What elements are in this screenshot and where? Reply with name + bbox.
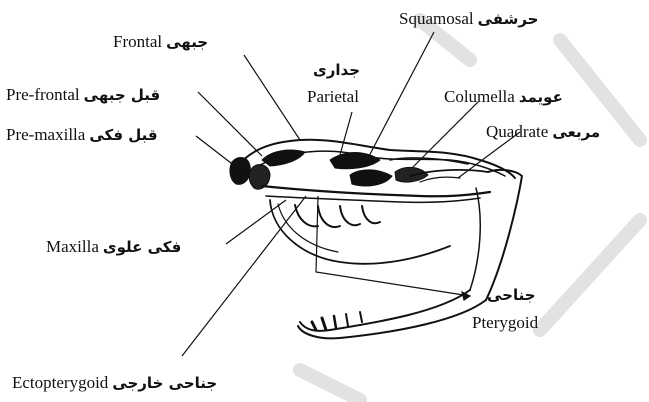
premaxilla-label: Pre-maxilla قبل فکی [6,126,158,144]
pterygoid-en: Pterygoid [472,314,538,331]
ectopterygoid-en: Ectopterygoid [12,373,108,392]
frontal-en: Frontal [113,32,162,51]
squamosal-label: Squamosal حرشفی [399,10,538,28]
quadrate-en: Quadrate [486,122,548,141]
quadrate-label: Quadrate مربعی [486,123,600,141]
parietal-en: Parietal [307,88,359,105]
maxilla-ar: فکی علوی [103,238,181,256]
ectopterygoid-label: Ectopterygoid جناحی خارجی [12,374,217,392]
premaxilla-ar: قبل فکی [89,126,157,144]
premaxilla-en: Pre-maxilla [6,125,85,144]
maxilla-en: Maxilla [46,237,99,256]
parietal-ar: جداری [313,63,360,78]
squamosal-en: Squamosal [399,9,474,28]
quadrate-ar: مربعی [552,123,600,141]
maxilla-label: Maxilla فکی علوی [46,238,181,256]
frontal-label: Frontal جبهی [113,33,208,51]
ectopterygoid-ar: جناحی خارجی [112,374,217,392]
columella-label: Columella عویمد [444,88,563,106]
squamosal-ar: حرشفی [478,10,539,28]
prefrontal-ar: قبل جبهی [84,86,161,104]
prefrontal-en: Pre-frontal [6,85,80,104]
skull-outline [230,140,522,339]
pterygoid-ar: جناحی [487,288,536,303]
columella-en: Columella [444,87,515,106]
frontal-ar: جبهی [166,33,208,51]
prefrontal-label: Pre-frontal قبل جبهی [6,86,160,104]
columella-ar: عویمد [519,88,563,106]
